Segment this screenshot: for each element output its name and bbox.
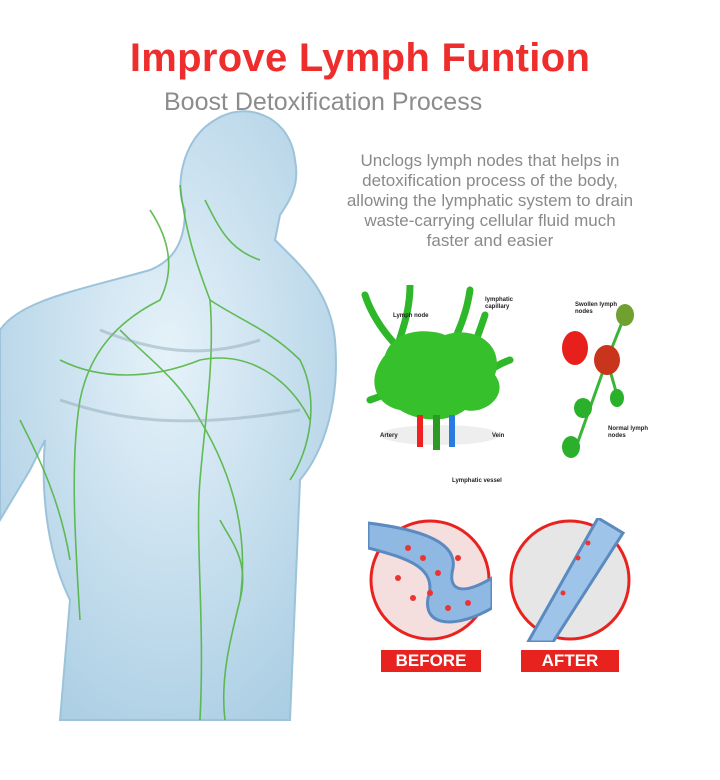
label-artery: Artery bbox=[380, 433, 398, 439]
label-normal-nodes: Normal lymph nodes bbox=[608, 426, 649, 439]
before-vessel-illustration bbox=[368, 519, 492, 641]
after-vessel-illustration bbox=[509, 518, 631, 642]
after-badge: AFTER bbox=[521, 650, 619, 672]
label-lymphatic-capillary: lymphatic capillary bbox=[485, 297, 514, 310]
label-swollen-nodes: Swollen lymph nodes bbox=[575, 302, 618, 315]
page-title: Improve Lymph Funtion bbox=[129, 36, 591, 80]
label-lymphatic-vessel: Lymphatic vessel bbox=[452, 478, 502, 484]
human-body-lymph-illustration bbox=[0, 110, 337, 721]
page-subtitle: Boost Detoxification Process bbox=[164, 88, 483, 116]
description-text: Unclogs lymph nodes that helps in detoxi… bbox=[346, 151, 634, 250]
lymph-node-diagram bbox=[361, 285, 514, 450]
swollen-vs-normal-nodes bbox=[562, 304, 634, 458]
label-lymph-node: Lymph node bbox=[393, 313, 429, 319]
label-vein: Vein bbox=[492, 433, 505, 439]
before-badge: BEFORE bbox=[381, 650, 481, 672]
